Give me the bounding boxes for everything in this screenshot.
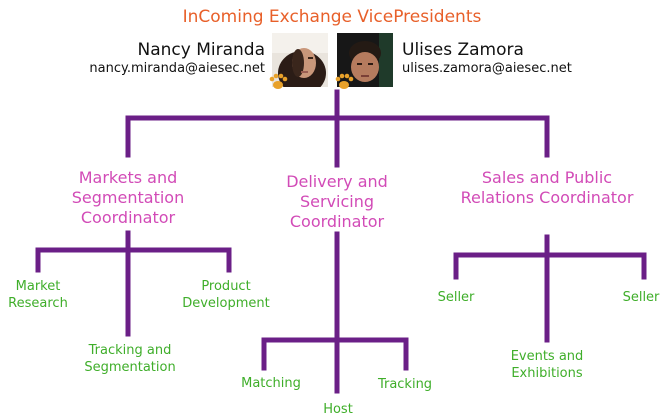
leaf-matching: Matching (241, 376, 301, 391)
coordinator-sales-public-relations: Sales and Public Relations Coordinator (460, 168, 634, 207)
leaf-product-development: Product Development (182, 279, 270, 311)
avatar-nancy-image (272, 33, 328, 87)
person-email-nancy: nancy.miranda@aiesec.net (89, 61, 265, 76)
leaf-tracking: Tracking (377, 377, 433, 392)
page-title: InComing Exchange VicePresidents (182, 7, 482, 27)
person-name-nancy: Nancy Miranda (137, 40, 266, 60)
leaf-market-research: Market Research (8, 279, 68, 311)
leaf-events-exhibitions: Events and Exhibitions (510, 349, 584, 381)
avatar-ulises (337, 33, 393, 87)
leaf-tracking-segmentation: Tracking and Segmentation (84, 343, 176, 375)
coordinator-delivery-servicing: Delivery and Servicing Coordinator (286, 172, 388, 231)
coordinator-markets-segmentation: Markets and Segmentation Coordinator (71, 168, 185, 227)
avatar-nancy (272, 33, 328, 87)
avatar-ulises-image (337, 33, 393, 87)
person-name-ulises: Ulises Zamora (402, 40, 524, 60)
leaf-host: Host (323, 402, 353, 417)
paw-print-icon (335, 73, 354, 89)
leaf-seller-left: Seller (437, 290, 475, 305)
paw-print-icon (269, 73, 288, 89)
leaf-seller-right: Seller (622, 290, 660, 305)
person-email-ulises: ulises.zamora@aiesec.net (402, 61, 572, 76)
